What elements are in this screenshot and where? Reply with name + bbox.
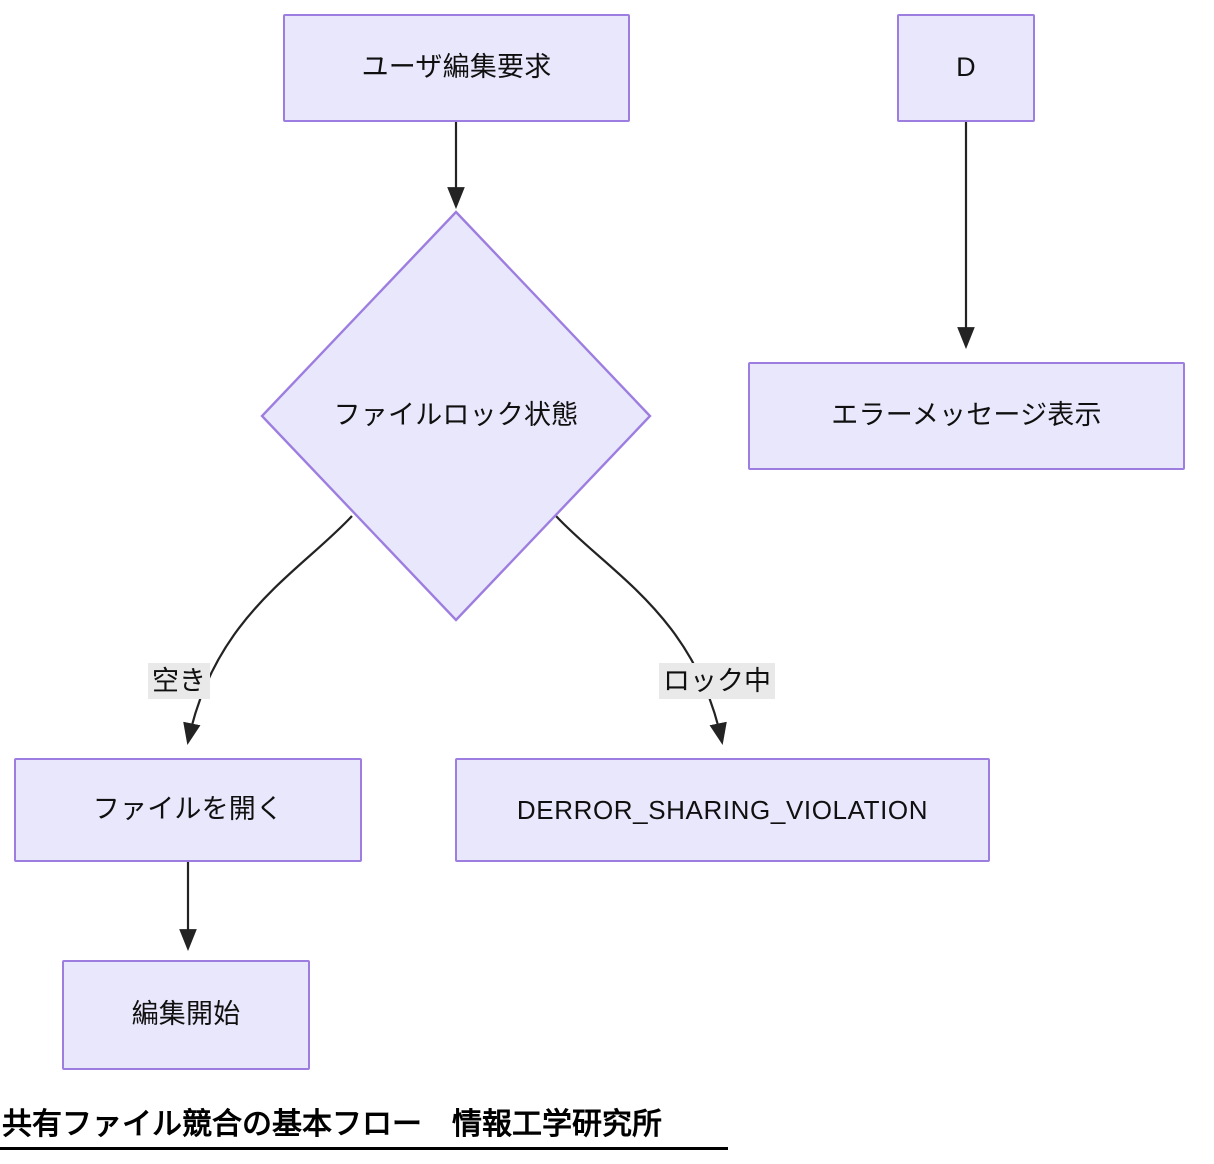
node-start-editing[interactable]: 編集開始 <box>62 960 310 1070</box>
node-label: DERROR_SHARING_VIOLATION <box>516 794 929 825</box>
node-error-sharing-violation[interactable]: DERROR_SHARING_VIOLATION <box>455 758 990 862</box>
node-show-error-message[interactable]: エラーメッセージ表示 <box>748 362 1185 470</box>
node-label: ユーザ編集要求 <box>361 52 552 83</box>
caption-underline <box>0 1147 728 1150</box>
node-user-edit-request[interactable]: ユーザ編集要求 <box>283 14 630 122</box>
edge-label-text: ロック中 <box>663 666 771 696</box>
node-label: D <box>956 52 976 83</box>
edge-label-locked: ロック中 <box>659 663 775 700</box>
caption-text: 共有ファイル競合の基本フロー 情報工学研究所 <box>2 1108 662 1141</box>
node-label: ファイルロック状態 <box>333 400 579 431</box>
node-label: エラーメッセージ表示 <box>831 400 1102 431</box>
edge-label-text: 空き <box>152 666 206 696</box>
diagram-caption: 共有ファイル競合の基本フロー 情報工学研究所 <box>0 1106 1214 1150</box>
node-open-file[interactable]: ファイルを開く <box>14 758 362 862</box>
diamond-shape <box>260 210 652 622</box>
node-d[interactable]: D <box>897 14 1035 122</box>
node-file-lock-state[interactable]: ファイルロック状態 <box>258 208 654 624</box>
edge-label-free: 空き <box>148 663 210 700</box>
node-label: 編集開始 <box>131 999 241 1030</box>
node-label: ファイルを開く <box>92 794 284 825</box>
